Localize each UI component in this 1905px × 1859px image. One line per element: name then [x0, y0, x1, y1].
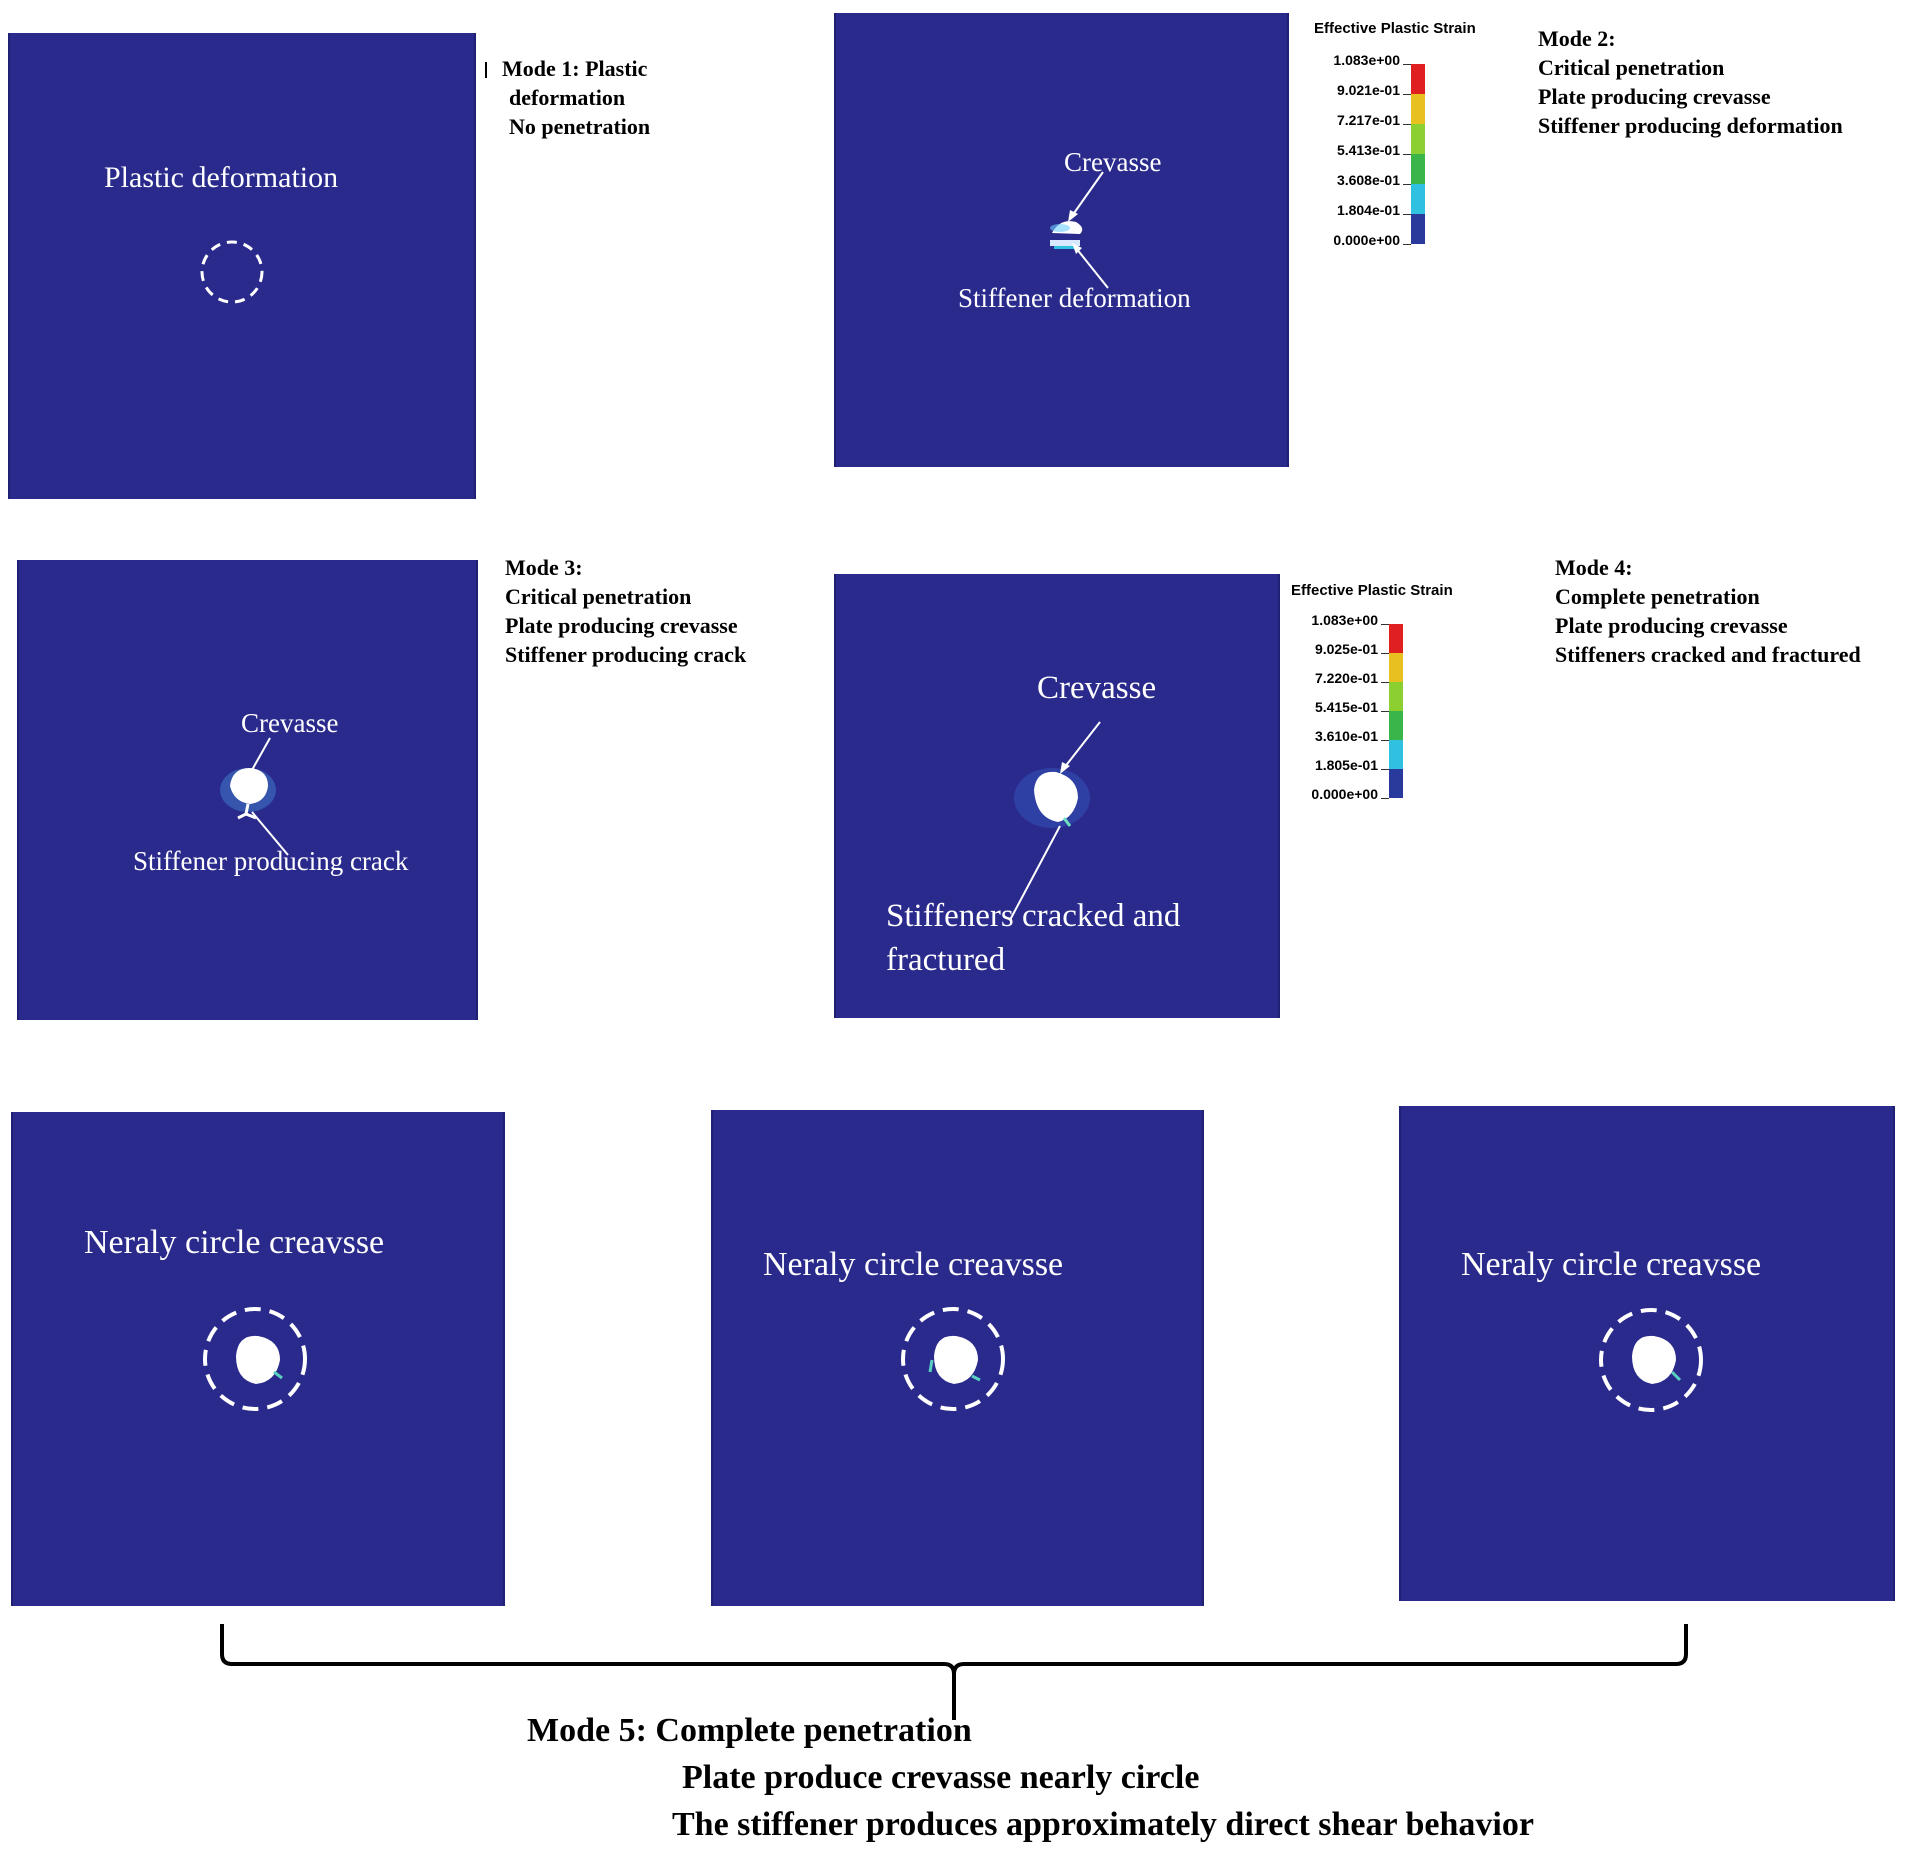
mode3-line: Mode 3:: [505, 555, 583, 580]
nearly-circle-crevasse-label: Neraly circle creavsse: [1461, 1246, 1762, 1283]
plastic-deformation-label: Plastic deformation: [104, 161, 339, 194]
plate-panel-mode5-c: Neraly circle creavsse: [1399, 1106, 1895, 1601]
mode2-line: Critical penetration: [1538, 55, 1725, 80]
mode4-line: Stiffeners cracked and fractured: [1555, 642, 1861, 667]
crevasse-label: Crevasse: [1064, 147, 1162, 177]
legend-color-bar: [1411, 64, 1425, 244]
mode5-caption-line1: Mode 5: Complete penetration: [527, 1712, 972, 1749]
mode3-line: Stiffener producing crack: [505, 642, 747, 667]
legend-title: Effective Plastic Strain: [1314, 20, 1476, 37]
mode1-line: No penetration: [509, 114, 651, 139]
legend-tick-label: 3.610e-01: [1314, 728, 1378, 744]
legend-title: Effective Plastic Strain: [1291, 582, 1453, 599]
mode3-line: Critical penetration: [505, 584, 692, 609]
stiffeners-cracked-label-line1: Stiffeners cracked and: [886, 898, 1181, 934]
legend-tick-label: 7.220e-01: [1314, 670, 1378, 686]
legend-tick-label: 0.000e+00: [1311, 786, 1378, 802]
stiffeners-cracked-label-line2: fractured: [886, 942, 1006, 978]
mode2-line: Stiffener producing deformation: [1538, 113, 1843, 138]
plate-panel-mode1: Plastic deformation: [8, 33, 476, 499]
legend-tick-label: 7.217e-01: [1336, 112, 1400, 128]
mode4-line: Mode 4:: [1555, 555, 1633, 580]
legend-tick-label: 1.805e-01: [1314, 757, 1378, 773]
plate-panel-mode4: Crevasse Stiffeners cracked and fracture…: [834, 574, 1280, 1018]
stiffener-deformation-label: Stiffener deformation: [958, 283, 1191, 313]
mode4-line: Complete penetration: [1555, 584, 1760, 609]
mode5-caption-line3: The stiffener produces approximately dir…: [672, 1806, 1534, 1843]
plate-panel-mode3: Crevasse Stiffener producing crack: [17, 560, 478, 1020]
legend-tick-label: 1.083e+00: [1333, 52, 1400, 68]
mode1-line: deformation: [509, 85, 626, 110]
mode1-description: Mode 1: Plastic deformation No penetrati…: [502, 54, 650, 141]
plate-panel-mode5-a: Neraly circle creavsse: [11, 1112, 505, 1606]
crevasse-label: Crevasse: [241, 708, 339, 738]
stiffener-crack-label: Stiffener producing crack: [133, 846, 409, 876]
nearly-circle-crevasse-label: Neraly circle creavsse: [84, 1224, 385, 1261]
mode4-description: Mode 4: Complete penetration Plate produ…: [1555, 553, 1861, 669]
legend-tick-label: 1.083e+00: [1311, 612, 1378, 628]
nearly-circle-crevasse-label: Neraly circle creavsse: [763, 1246, 1064, 1283]
legend-color-bar: [1389, 624, 1403, 798]
legend-tick-label: 0.000e+00: [1333, 232, 1400, 248]
legend-tick-label: 9.021e-01: [1336, 82, 1400, 98]
plate-panel-mode5-b: Neraly circle creavsse: [711, 1110, 1204, 1606]
plate-panel-mode2: Crevasse Stiffener deformation: [834, 13, 1289, 467]
legend-tick-label: 3.608e-01: [1336, 172, 1400, 188]
mode2-line: Plate producing crevasse: [1538, 84, 1771, 109]
mode3-line: Plate producing crevasse: [505, 613, 738, 638]
strain-legend-mode2: Effective Plastic Strain 1.083e+00 9.021…: [1300, 20, 1530, 260]
mode4-line: Plate producing crevasse: [1555, 613, 1788, 638]
mode1-line: Mode 1: Plastic: [502, 56, 648, 81]
mode5-brace: [220, 1624, 1688, 1720]
legend-tick-label: 1.804e-01: [1336, 202, 1400, 218]
mode2-line: Mode 2:: [1538, 26, 1616, 51]
crevasse-label: Crevasse: [1037, 670, 1157, 706]
mode5-caption-line2: Plate produce crevasse nearly circle: [682, 1759, 1200, 1796]
legend-tick-label: 9.025e-01: [1314, 641, 1378, 657]
mode2-description: Mode 2: Critical penetration Plate produ…: [1538, 24, 1843, 140]
legend-tick-label: 5.415e-01: [1314, 699, 1378, 715]
mode3-description: Mode 3: Critical penetration Plate produ…: [505, 553, 746, 669]
strain-legend-mode4: Effective Plastic Strain 1.083e+00 9.025…: [1278, 582, 1508, 822]
legend-tick-label: 5.413e-01: [1336, 142, 1400, 158]
